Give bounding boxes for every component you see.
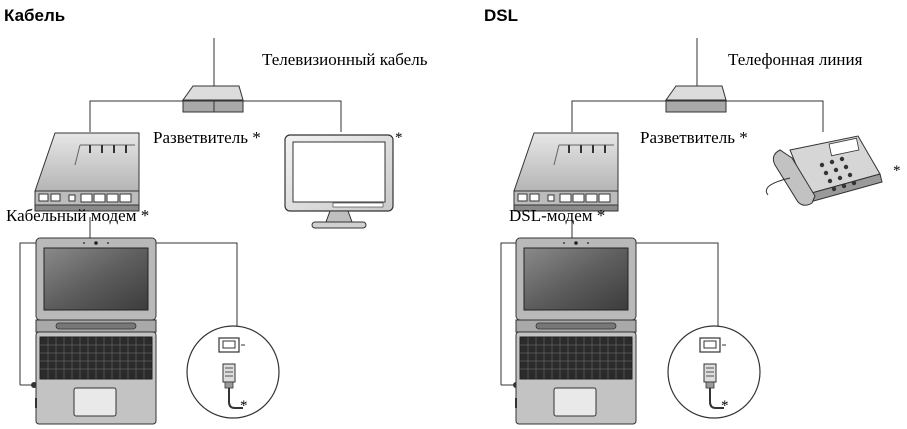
ethernet-plug-icon	[186, 325, 280, 419]
cable-splitter-label: Разветвитель *	[153, 128, 261, 147]
splitter-icon	[665, 85, 727, 113]
dsl-modem-label: DSL-модем *	[509, 206, 606, 225]
dsl-splitter-label: Разветвитель *	[640, 128, 748, 147]
monitor-asterisk: *	[395, 130, 403, 146]
dsl-title: DSL	[484, 6, 518, 25]
splitter-icon	[182, 85, 244, 113]
modem-icon	[34, 132, 140, 212]
cable-plug-asterisk: *	[240, 398, 248, 414]
modem-icon	[513, 132, 619, 212]
cable-title: Кабель	[4, 6, 66, 25]
dsl-plug-asterisk: *	[721, 398, 729, 414]
tv-cable-label: Телевизионный кабель	[262, 50, 428, 69]
cable-modem-label: Кабельный модем *	[6, 206, 150, 225]
phone-asterisk: *	[893, 163, 901, 179]
laptop-icon	[515, 237, 637, 425]
monitor-icon	[284, 134, 394, 229]
laptop-icon	[35, 237, 157, 425]
telephone-icon	[765, 135, 883, 206]
ethernet-plug-icon	[667, 325, 761, 419]
phone-line-label: Телефонная линия	[728, 50, 863, 69]
